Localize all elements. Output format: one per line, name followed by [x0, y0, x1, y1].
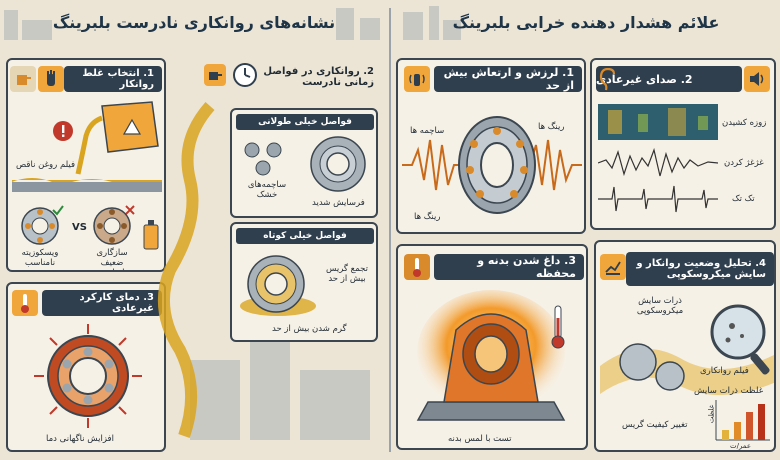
overheat-label: گرم شدن بیش از حد: [272, 324, 347, 334]
mini-thermometer-icon: [551, 305, 565, 349]
long-interval-panel: فواصل خیلی طولانی ساچمه‌های خشک فرسایش ش…: [230, 108, 378, 218]
warning-icon: [53, 121, 73, 141]
clock-icon: [233, 63, 257, 87]
noise-panel: 2. صدای غیرعادی زوزه کشیدن غژغژ کردن تک …: [590, 58, 776, 230]
spectrogram: [598, 104, 718, 140]
wear-particle-bar-chart: [715, 400, 770, 441]
center-divider: [389, 8, 391, 452]
heat-panel: 3. داغ شدن بدنه و محفظه تست با لمس بدنه: [396, 244, 588, 450]
factory-background-bottom: [190, 330, 370, 440]
grease-stream: [157, 102, 215, 438]
wear-label: فرسایش شدید: [312, 198, 365, 208]
right-header: علائم هشدار دهنده خرابی بلبرینگ: [452, 12, 720, 32]
noise-label-howl: زوزه کشیدن: [722, 118, 767, 128]
left-header: نشانه‌های روانکاری نادرست بلبرینگ: [52, 12, 336, 32]
bearing-bad: [93, 207, 131, 245]
cross-icon: [125, 205, 135, 215]
analysis-label-particles: ذرات سایش میکروسکوپی: [636, 296, 684, 316]
good-viscosity-label: ویسکوزیته نامناسب: [21, 248, 59, 268]
dry-balls-label: ساچمه‌های خشک: [247, 180, 287, 200]
hand-stop-icon: [38, 66, 64, 92]
vibration-hand-icon: [404, 66, 430, 92]
wrong-lube-panel: 1. انتخاب غلط روانکار فیلم روغن ناقص VS …: [6, 58, 166, 272]
analysis-axis-y: غلظت: [707, 404, 716, 424]
incomplete-oil-film: [12, 178, 162, 192]
factory-background-right: [403, 6, 461, 40]
tick-waveform: [598, 185, 718, 213]
heat-caption: تست با لمس بدنه: [448, 434, 512, 444]
thermometer-icon: [404, 254, 430, 280]
dry-balls: [244, 142, 282, 176]
analysis-label-grease: تغییر کیفیت گریس: [622, 420, 688, 430]
factory-background-top: [336, 8, 380, 40]
temp-title: 3. دمای کارکرد غیرعادی: [42, 290, 162, 316]
vibration-panel: 1. لرزش و ارتعاش بیش از حد رینگ ها ساچمه…: [396, 58, 586, 234]
speaker-icon: [744, 66, 770, 92]
vibrating-bearing: [458, 116, 536, 214]
temp-caption: افزایش ناگهانی دما: [46, 434, 114, 444]
vibration-label-rings-top: رینگ ها: [538, 122, 565, 132]
oil-can-icon: [10, 66, 36, 92]
noise-label-tick: تک تک: [732, 194, 755, 204]
temp-panel: 3. دمای کارکرد غیرعادی افزایش ناگهانی دم…: [6, 282, 166, 452]
heated-bearing-housing: [416, 290, 566, 421]
short-interval-panel: فواصل خیلی کوتاه تجمع گریس بیش از حد گرم…: [230, 222, 378, 342]
bad-compat-label: سازگاری ضعیف نامناسب: [96, 248, 128, 270]
thermometer-icon: [12, 290, 38, 316]
analysis-label-film: فیلم روانکاری: [700, 366, 749, 376]
worn-bearing: [310, 136, 366, 192]
heat-title: 3. داغ شدن بدنه و محفظه: [434, 254, 584, 280]
over-greased-bearing: [240, 255, 316, 316]
grind-waveform: [598, 148, 718, 177]
film-label: فیلم روغن ناقص: [16, 160, 76, 170]
bearing-good: [21, 207, 59, 245]
long-interval-title: فواصل خیلی طولانی: [236, 114, 374, 130]
short-interval-title: فواصل خیلی کوتاه: [236, 228, 374, 244]
analysis-panel: 4. تحلیل وضعیت روانکار و سایش میکروسکوپی…: [594, 240, 776, 452]
noise-label-squeak: غژغژ کردن: [724, 158, 764, 168]
vibration-title: 1. لرزش و ارتعاش بیش از حد: [434, 66, 582, 92]
wrong-lube-title: 1. انتخاب غلط روانکار: [64, 66, 162, 92]
hot-bearing: [34, 324, 142, 428]
microscope-chart-icon: [600, 254, 626, 280]
analysis-label-concentration: غلظت ذرات سایش: [694, 386, 764, 396]
noise-title: 2. صدای غیرعادی: [596, 66, 742, 92]
ear-icon: [599, 68, 616, 91]
vs-label: VS: [72, 222, 87, 233]
vibration-label-balls: ساچمه ها: [410, 126, 445, 136]
microscope-view: [600, 304, 774, 396]
vibration-label-rings-bottom: رینگ ها: [414, 212, 441, 222]
analysis-title: 4. تحلیل وضعیت روانکار و سایش میکروسکوپی: [626, 252, 774, 286]
oil-can-badge: [204, 64, 226, 86]
pouring-oil-bottle: [75, 101, 159, 175]
factory-background-left: [4, 10, 52, 40]
grease-buildup-label: تجمع گریس بیش از حد: [326, 264, 368, 284]
small-oil-bottle-icon: [143, 220, 159, 250]
interval-title: 2. روانکاری در فواصل زمانی نادرست: [263, 66, 374, 88]
analysis-axis-x: عمر/ت: [730, 442, 752, 450]
check-icon: [52, 205, 64, 216]
